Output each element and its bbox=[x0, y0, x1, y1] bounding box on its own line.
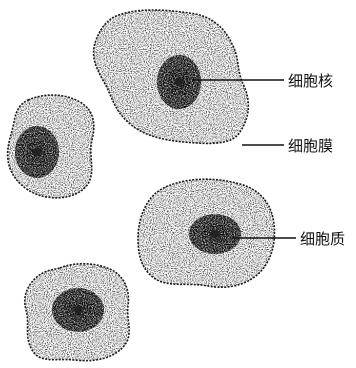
cell-right bbox=[138, 179, 275, 287]
label-nucleus: 细胞核 bbox=[288, 72, 333, 90]
label-cytoplasm: 细胞质 bbox=[300, 230, 345, 248]
label-membrane: 细胞膜 bbox=[288, 137, 333, 155]
cell-left bbox=[8, 95, 94, 198]
cell-top bbox=[94, 10, 249, 143]
cell-bottom bbox=[25, 264, 129, 361]
